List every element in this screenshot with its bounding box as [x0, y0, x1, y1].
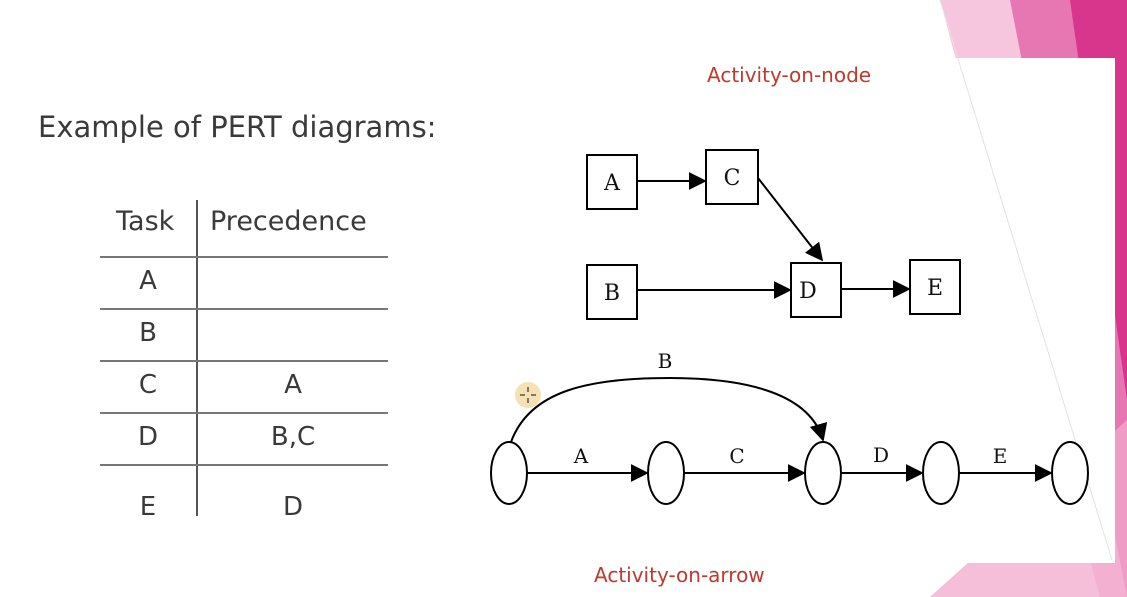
activity-on-arrow-diagram: B A C D E	[490, 349, 1089, 505]
svg-text:D: D	[799, 279, 817, 304]
table-header-task: Task	[116, 206, 175, 237]
table-cell-precedence: B,C	[270, 422, 316, 452]
table-cell-task: A	[139, 266, 157, 296]
svg-text:B: B	[604, 281, 620, 306]
table-row-divider	[100, 412, 388, 414]
svg-text:C: C	[724, 166, 741, 191]
slide-heading: Example of PERT diagrams:	[38, 110, 437, 144]
event-node-2	[647, 441, 685, 505]
event-node-3	[804, 441, 842, 505]
activity-b-label: B	[658, 349, 673, 373]
event-node-1	[490, 441, 528, 505]
table-cell-precedence: D	[282, 492, 304, 522]
table-row-divider	[100, 360, 388, 362]
table-cell-task: B	[139, 318, 157, 348]
precedence-table: Task Precedence A B C A D B,C E D	[100, 200, 390, 522]
table-cell-task: D	[137, 422, 159, 452]
table-header-precedence: Precedence	[210, 206, 367, 237]
table-cell-precedence: A	[284, 370, 302, 400]
crosshair-cursor-icon	[515, 382, 541, 408]
svg-text:E: E	[927, 276, 943, 301]
table-row-divider	[100, 256, 388, 258]
edge-c-to-d	[757, 177, 824, 262]
activity-d-label: D	[873, 443, 889, 467]
node-a: A	[586, 154, 638, 210]
activity-on-node-label: Activity-on-node	[707, 63, 872, 87]
table-cell-task: C	[138, 370, 158, 400]
table-row-divider	[100, 464, 388, 466]
table-row-divider	[100, 308, 388, 310]
activity-on-arrow-label: Activity-on-arrow	[594, 563, 765, 587]
activity-b-arc	[510, 376, 828, 443]
node-c: C	[705, 149, 759, 205]
node-b: B	[586, 264, 638, 320]
node-e: E	[909, 259, 961, 315]
activity-c-label: C	[729, 444, 744, 468]
activity-e-label: E	[993, 444, 1008, 468]
event-node-5	[1051, 441, 1089, 505]
node-d: D	[790, 262, 842, 318]
activity-a-label: A	[573, 444, 589, 468]
table-column-divider	[196, 200, 198, 516]
table-cell-task: E	[139, 492, 157, 522]
event-node-4	[922, 441, 960, 505]
activity-on-node-diagram: A C B D E	[586, 149, 961, 320]
svg-text:A: A	[603, 171, 621, 196]
